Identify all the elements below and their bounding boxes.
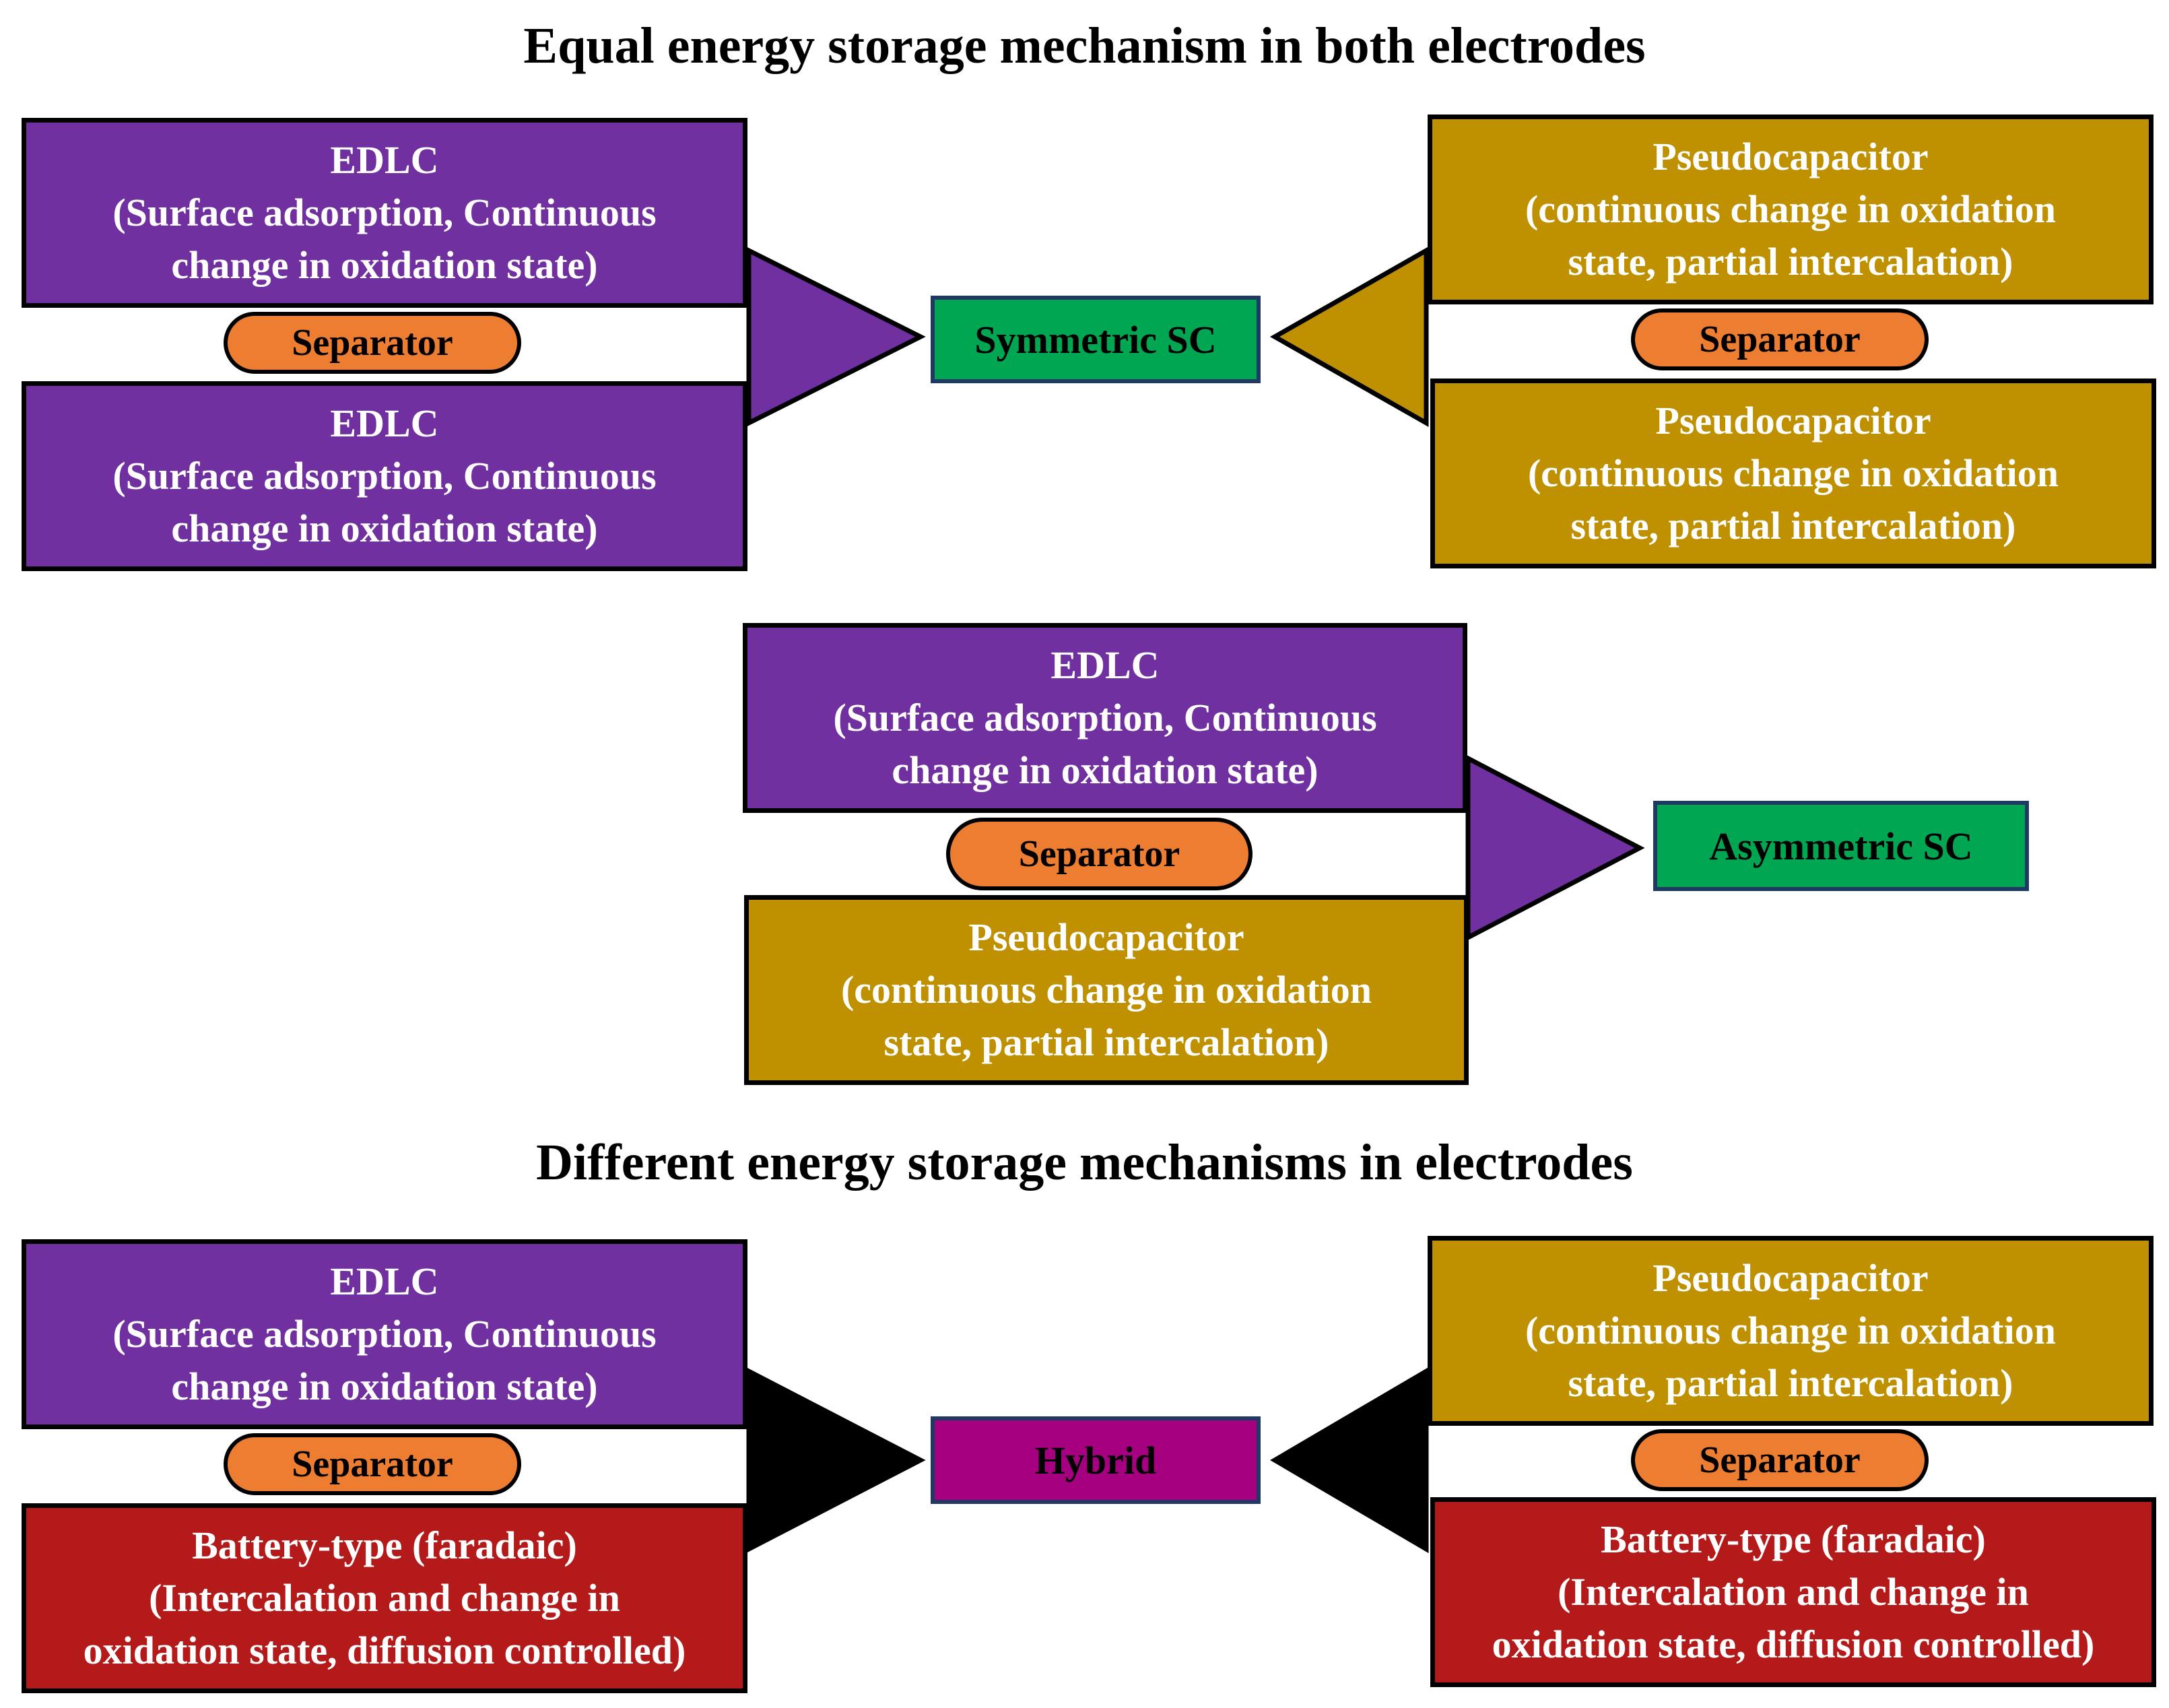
pseudo-title: Pseudocapacitor [1653,1256,1929,1300]
edlc-line1: (Surface adsorption, Continuous [112,191,657,234]
edlc-box: EDLC (Surface adsorption, Continuous cha… [22,118,747,308]
battery-type-box: Battery-type (faradaic) (Intercalation a… [22,1503,747,1693]
pseudo-line2: state, partial intercalation) [1568,240,2013,284]
edlc-line1: (Surface adsorption, Continuous [112,1312,657,1356]
battery-line1: (Intercalation and change in [149,1576,620,1620]
separator: Separator [1631,1429,1929,1491]
battery-title: Battery-type (faradaic) [192,1523,577,1567]
edlc-title: EDLC [1050,643,1160,687]
separator: Separator [224,312,521,374]
edlc-title: EDLC [330,138,439,182]
pseudo-line1: (continuous change in oxidation [1527,451,2059,495]
pseudo-line2: state, partial intercalation) [883,1020,1329,1064]
symmetric-right-arrow [1269,246,1429,428]
battery-type-box: Battery-type (faradaic) (Intercalation a… [1430,1497,2156,1687]
edlc-line2: change in oxidation state) [171,243,598,287]
asymmetric-sc-box: Asymmetric SC [1653,801,2029,891]
pseudocapacitor-box: Pseudocapacitor (continuous change in ox… [744,895,1469,1085]
pseudo-line1: (continuous change in oxidation [840,968,1372,1012]
edlc-line2: change in oxidation state) [171,1365,598,1408]
battery-line2: oxidation state, diffusion controlled) [83,1629,686,1672]
edlc-title: EDLC [330,1259,439,1303]
pseudo-title: Pseudocapacitor [968,915,1244,959]
edlc-box: EDLC (Surface adsorption, Continuous cha… [22,381,747,571]
edlc-box: EDLC (Surface adsorption, Continuous cha… [22,1239,747,1429]
edlc-box: EDLC (Surface adsorption, Continuous cha… [743,623,1467,813]
edlc-line1: (Surface adsorption, Continuous [833,696,1377,740]
pseudocapacitor-box: Pseudocapacitor (continuous change in ox… [1428,1236,2154,1426]
hybrid-left-arrow [746,1367,926,1553]
edlc-title: EDLC [330,401,439,445]
separator: Separator [1631,308,1929,370]
battery-line2: oxidation state, diffusion controlled) [1492,1622,2095,1666]
battery-title: Battery-type (faradaic) [1601,1517,1986,1561]
battery-line1: (Intercalation and change in [1558,1570,2029,1614]
separator: Separator [946,818,1253,890]
hybrid-right-arrow [1270,1367,1429,1554]
symmetric-left-arrow [746,247,926,427]
edlc-line1: (Surface adsorption, Continuous [112,454,657,498]
pseudocapacitor-box: Pseudocapacitor (continuous change in ox… [1428,114,2154,304]
asymmetric-arrow [1465,754,1645,942]
hybrid-box: Hybrid [931,1416,1261,1504]
pseudocapacitor-box: Pseudocapacitor (continuous change in ox… [1430,379,2156,568]
pseudo-line1: (continuous change in oxidation [1525,187,2056,231]
pseudo-title: Pseudocapacitor [1655,399,1931,442]
heading-equal-mechanism: Equal energy storage mechanism in both e… [523,18,1646,74]
heading-different-mechanisms: Different energy storage mechanisms in e… [536,1134,1633,1191]
symmetric-sc-box: Symmetric SC [931,296,1261,383]
pseudo-line2: state, partial intercalation) [1568,1361,2013,1405]
separator: Separator [224,1433,521,1495]
edlc-line2: change in oxidation state) [171,506,598,550]
pseudo-title: Pseudocapacitor [1653,135,1929,178]
pseudo-line2: state, partial intercalation) [1570,504,2016,548]
edlc-line2: change in oxidation state) [892,748,1319,792]
pseudo-line1: (continuous change in oxidation [1525,1309,2056,1352]
